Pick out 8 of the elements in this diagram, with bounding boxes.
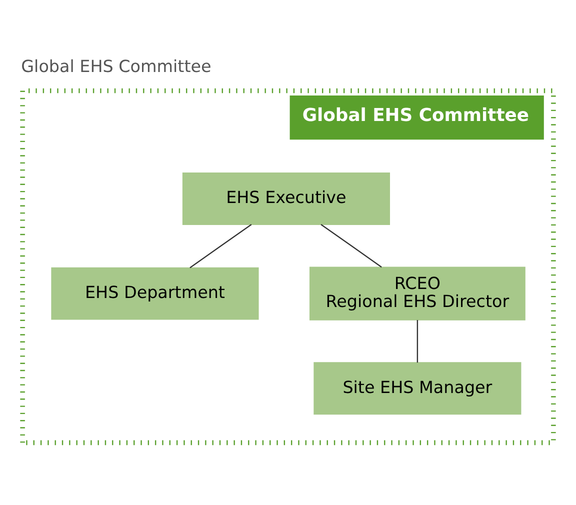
- connector: [320, 223, 382, 268]
- connector: [190, 223, 252, 268]
- node-box: EHS Executive: [182, 172, 390, 224]
- diagram-title: Global EHS Committee: [21, 55, 212, 76]
- node-box: RCEO Regional EHS Director: [309, 266, 526, 320]
- connector: [416, 320, 418, 362]
- node-box: Site EHS Manager: [314, 362, 522, 414]
- node-box: EHS Department: [51, 266, 259, 320]
